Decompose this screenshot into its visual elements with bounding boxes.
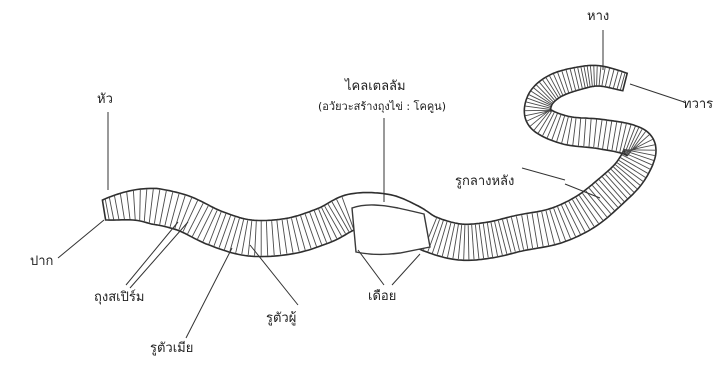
mouth-leader-line	[58, 220, 104, 258]
label-female-pore: รูตัวเมีย	[150, 342, 193, 355]
dorsal-pores-leader-line-1	[522, 168, 565, 180]
label-tail: หาง	[587, 10, 609, 23]
label-sperm-sac: ถุงสเปิร์ม	[94, 291, 144, 304]
label-clitellum-note: (อวัยวะสร้างถุงไข่ : โคคูน)	[318, 101, 446, 112]
body-segment-ring	[594, 66, 595, 86]
anus-leader-line	[630, 84, 684, 102]
setae-leader-line-2	[392, 254, 420, 285]
label-mouth: ปาก	[30, 255, 53, 268]
female-pore-leader-line	[186, 248, 232, 338]
setae-leader-line-1	[358, 250, 384, 285]
body-segment-ring	[140, 190, 141, 220]
label-clitellum: ไคลเตลลัม	[345, 80, 406, 93]
clitellum-band	[352, 205, 430, 254]
body-segment-ring	[597, 66, 598, 86]
sperm-sac-leader-line-1	[126, 222, 178, 285]
label-setae: เดือย	[368, 290, 396, 303]
sperm-sac-leader-line-2	[130, 222, 188, 288]
label-dorsal-pores: รูกลางหลัง	[455, 175, 514, 188]
label-male-pore: รูตัวผู้	[266, 312, 296, 325]
label-anus: ทวาร	[683, 98, 713, 111]
label-head: หัว	[97, 93, 113, 106]
